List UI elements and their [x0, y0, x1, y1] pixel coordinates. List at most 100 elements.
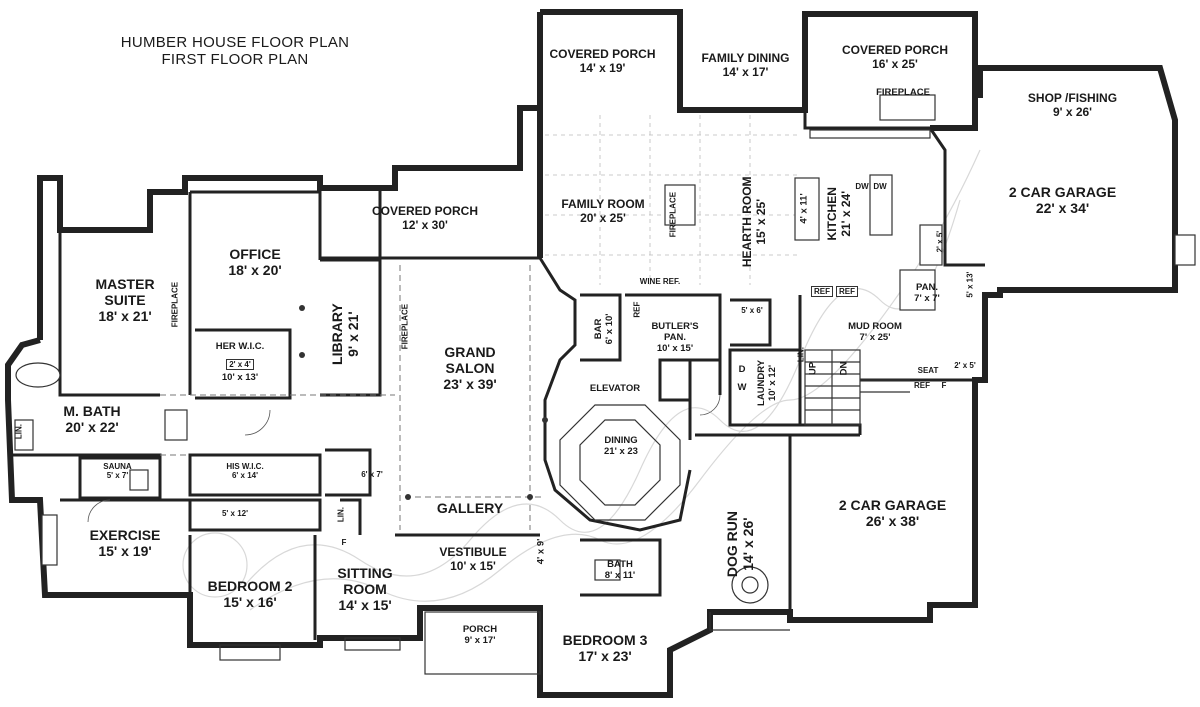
room-size: 9' x 21'	[345, 311, 361, 357]
label-dw-2: DW	[873, 182, 887, 191]
room-name: VESTIBULE	[439, 545, 507, 559]
room-name: DINING	[604, 435, 638, 446]
label-fireplace-family: FIREPLACE	[668, 191, 678, 238]
room-family-dining: FAMILY DINING 14' x 17'	[683, 51, 808, 80]
room-name: LIBRARY	[328, 303, 345, 365]
label-6x7: 6' x 7'	[361, 470, 383, 479]
label-d: D	[738, 364, 746, 375]
room-garage-bottom: 2 CAR GARAGE 26' x 38'	[815, 497, 970, 529]
room-name: BATH	[607, 559, 633, 570]
room-size: 10' x 13'	[221, 371, 259, 383]
room-bath: BATH 8' x 11'	[590, 559, 650, 582]
room-porch: PORCH 9' x 17'	[445, 624, 515, 647]
label-lin-laundry: LIN.	[796, 347, 806, 363]
label-up: UP	[807, 361, 819, 376]
room-butlers-pan: BUTLER'S PAN. 10' x 15'	[640, 321, 710, 355]
columns	[299, 305, 548, 500]
room-size: 9' x 26'	[1052, 104, 1093, 119]
room-size: 16' x 25'	[872, 56, 918, 71]
room-covered-porch-2: COVERED PORCH 16' x 25'	[825, 43, 965, 72]
room-gallery: GALLERY	[436, 500, 504, 516]
label-ref-1: REF	[811, 286, 833, 297]
room-size: 7' x 7'	[914, 292, 940, 304]
room-name: DOG RUN	[723, 511, 740, 578]
room-name: PORCH	[462, 624, 498, 635]
room-size: 10' x 15'	[450, 558, 496, 573]
room-laundry: LAUNDRY 10' x 12'	[756, 353, 779, 413]
porch-outlines	[87, 394, 790, 675]
room-name: 2 CAR GARAGE	[838, 497, 947, 513]
room-bedroom-3: BEDROOM 3 17' x 23'	[545, 632, 665, 664]
label-lin-bath: LIN.	[14, 424, 24, 440]
label-f-mud: F	[941, 381, 947, 390]
room-size: 6' x 14'	[231, 471, 259, 481]
room-size: 18' x 21'	[98, 308, 152, 325]
room-name: BEDROOM 3	[562, 632, 648, 648]
room-covered-porch-1: COVERED PORCH 14' x 19'	[540, 47, 665, 76]
room-size: 14' x 19'	[579, 60, 626, 75]
label-4x9: 4' x 9'	[535, 538, 547, 565]
room-name: M. BATH	[63, 403, 121, 419]
room-size: 15' x 19'	[98, 543, 152, 560]
label-fireplace-master: FIREPLACE	[170, 281, 180, 328]
label-wine-ref: WINE REF.	[639, 277, 681, 286]
room-dining: DINING 21' x 23	[588, 435, 654, 458]
room-size: 10' x 12'	[767, 364, 778, 402]
room-size: 26' x 38'	[865, 513, 920, 530]
plan-title: HUMBER HOUSE FLOOR PLAN FIRST FLOOR PLAN	[95, 34, 375, 69]
fixtures	[14, 94, 1196, 604]
room-his-wic: HIS W.I.C. 6' x 14'	[205, 462, 285, 480]
ceiling-grid	[160, 115, 800, 530]
room-name: COVERED PORCH	[841, 43, 948, 57]
room-size: 15' x 25'	[754, 198, 768, 245]
room-name: COVERED PORCH	[549, 47, 656, 61]
label-f-hall: F	[341, 538, 347, 547]
label-dw-1: DW	[855, 182, 869, 191]
room-sitting-room: SITTING ROOM 14' x 15'	[330, 565, 400, 613]
room-name: 2 CAR GARAGE	[1008, 184, 1117, 200]
room-size: 14' x 15'	[338, 597, 392, 614]
room-name: FAMILY ROOM	[561, 197, 645, 211]
room-kitchen: KITCHEN 21' x 24'	[825, 169, 854, 259]
room-size: 7' x 25'	[859, 331, 891, 343]
label-lin-hall: LIN.	[336, 507, 346, 523]
room-sauna: SAUNA 5' x 7'	[90, 462, 145, 480]
label-seat: SEAT	[917, 366, 939, 375]
label-5x13: 5' x 13'	[965, 271, 975, 298]
room-size: 10' x 15'	[656, 342, 694, 354]
room-master-suite: MASTER SUITE 18' x 21'	[70, 276, 180, 324]
label-5x12: 5' x 12'	[221, 509, 249, 518]
room-exercise: EXERCISE 15' x 19'	[70, 527, 180, 559]
room-size: 6' x 10'	[604, 313, 615, 345]
room-name: SAUNA	[103, 462, 132, 471]
room-name: BUTLER'S PAN.	[651, 321, 699, 343]
room-shop-fishing: SHOP /FISHING 9' x 26'	[1000, 91, 1145, 120]
room-size: 21' x 23	[604, 445, 638, 457]
room-size: 18' x 20'	[228, 262, 282, 279]
room-her-wic: HER W.I.C. 2' x 4' 10' x 13'	[200, 341, 280, 384]
label-5x6: 5' x 6'	[741, 306, 763, 315]
room-size: 9' x 17'	[464, 634, 496, 646]
room-name: GRAND SALON	[444, 344, 496, 377]
room-name: HEARTH ROOM	[740, 176, 755, 268]
room-dog-run: DOG RUN 14' x 26'	[724, 494, 756, 594]
room-name: HER W.I.C.	[215, 341, 265, 352]
room-grand-salon: GRAND SALON 23' x 39'	[405, 344, 535, 392]
room-inner-size: 2' x 4'	[226, 358, 254, 371]
interior-walls	[12, 188, 975, 640]
room-bar: BAR 6' x 10'	[593, 304, 616, 354]
ref-box: REF	[836, 286, 858, 297]
room-office: OFFICE 18' x 20'	[200, 246, 310, 278]
room-name: SITTING ROOM	[337, 565, 393, 598]
room-mud-room: MUD ROOM 7' x 25'	[835, 321, 915, 344]
dining-ceiling-octagon	[559, 404, 681, 521]
plan-title-line2: FIRST FLOOR PLAN	[161, 51, 309, 69]
room-size: 17' x 23'	[578, 648, 632, 665]
room-name: MASTER SUITE	[95, 276, 155, 309]
room-name: KITCHEN	[825, 187, 840, 241]
room-size: 23' x 39'	[443, 376, 497, 393]
room-name: MUD ROOM	[848, 321, 902, 332]
room-library: LIBRARY 9' x 21'	[329, 289, 361, 379]
room-name: EXERCISE	[89, 527, 161, 543]
